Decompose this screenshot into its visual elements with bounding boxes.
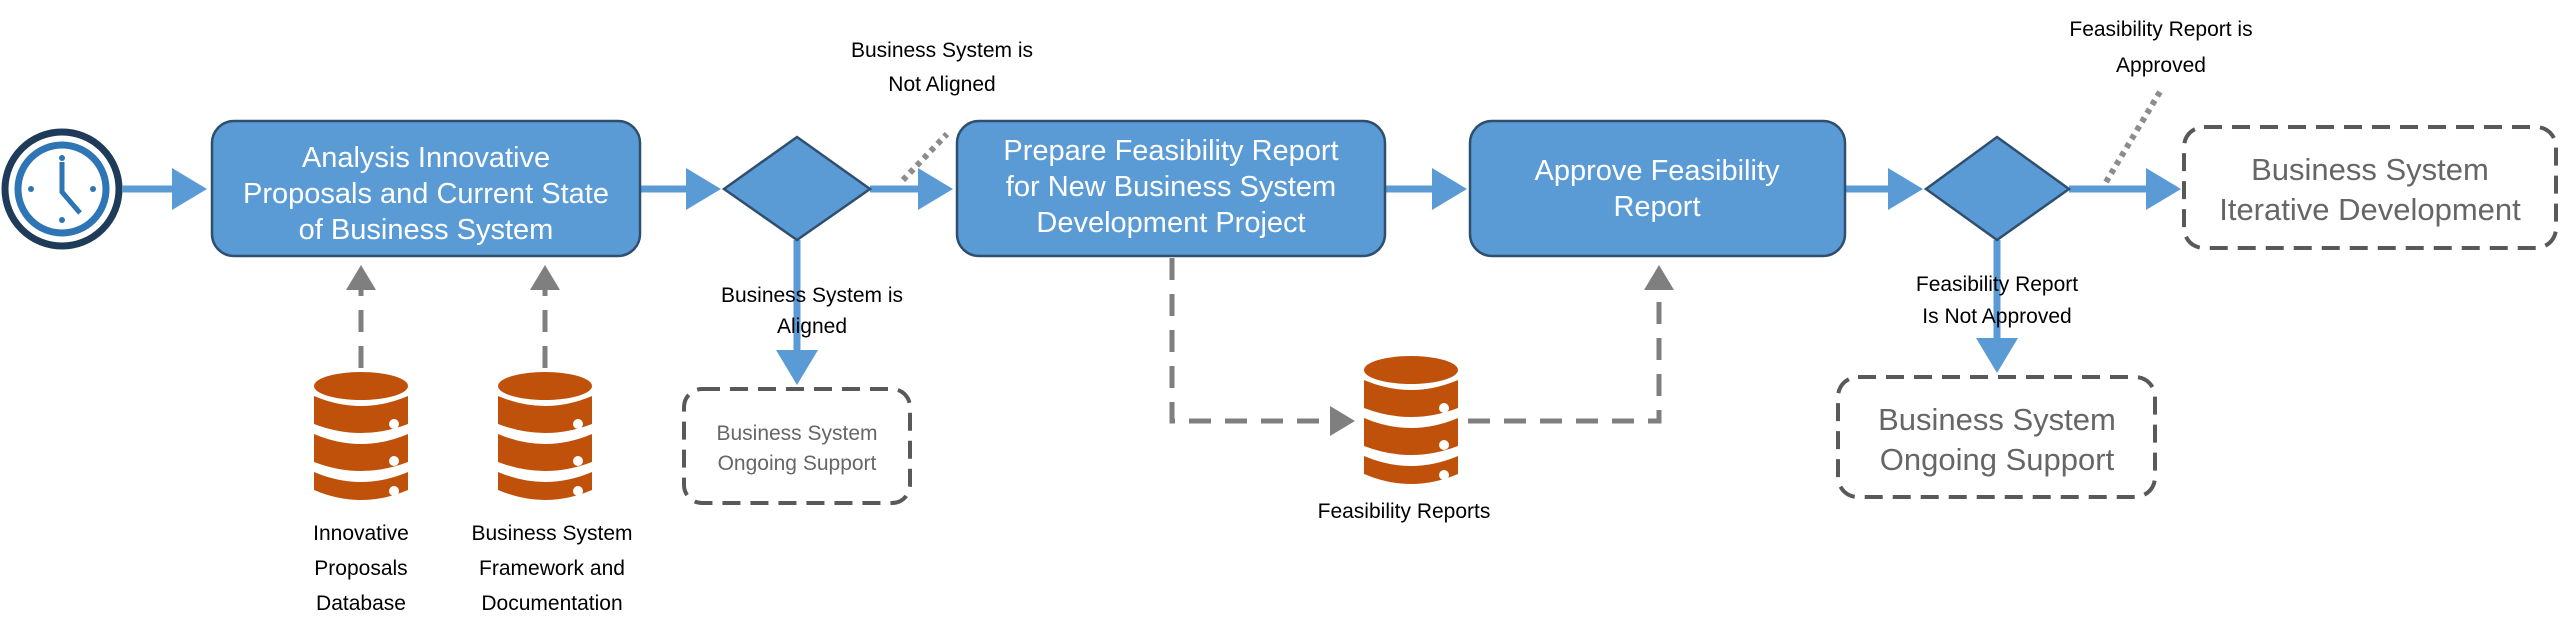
- end-label: Iterative Development: [2219, 192, 2521, 227]
- task-label: Development Project: [1036, 207, 1305, 239]
- database-icon: [498, 372, 592, 500]
- task-label: Analysis Innovative: [302, 142, 550, 174]
- gateway-aligned[interactable]: [721, 135, 873, 242]
- task-label: for New Business System: [1006, 171, 1336, 203]
- gateway-approved[interactable]: [1923, 135, 2072, 242]
- end-label: Business System: [2251, 152, 2489, 187]
- end-label: Ongoing Support: [718, 452, 877, 475]
- end-label: Business System: [716, 422, 877, 445]
- association-arrow: [1468, 265, 1674, 424]
- end-label: Business System: [1878, 402, 2116, 437]
- annotation-line: [900, 131, 950, 183]
- end-label: Ongoing Support: [1880, 442, 2115, 477]
- task-label: of Business System: [299, 214, 554, 246]
- task-label: Approve Feasibility: [1535, 155, 1780, 187]
- task-label: Prepare Feasibility Report: [1003, 135, 1338, 167]
- database-icon: [314, 372, 408, 500]
- task-prepare-feasibility-report[interactable]: Prepare Feasibility Report for New Busine…: [955, 119, 1387, 258]
- database-icon: [1364, 356, 1458, 484]
- clock-icon: [1, 128, 123, 250]
- annotation-line: [2103, 88, 2164, 184]
- task-label: Proposals and Current State: [243, 178, 609, 210]
- task-label: Report: [1613, 191, 1700, 223]
- association-arrow: [1169, 258, 1355, 436]
- datastore-label-feasibility-reports: Feasibility Reports: [1318, 500, 1491, 523]
